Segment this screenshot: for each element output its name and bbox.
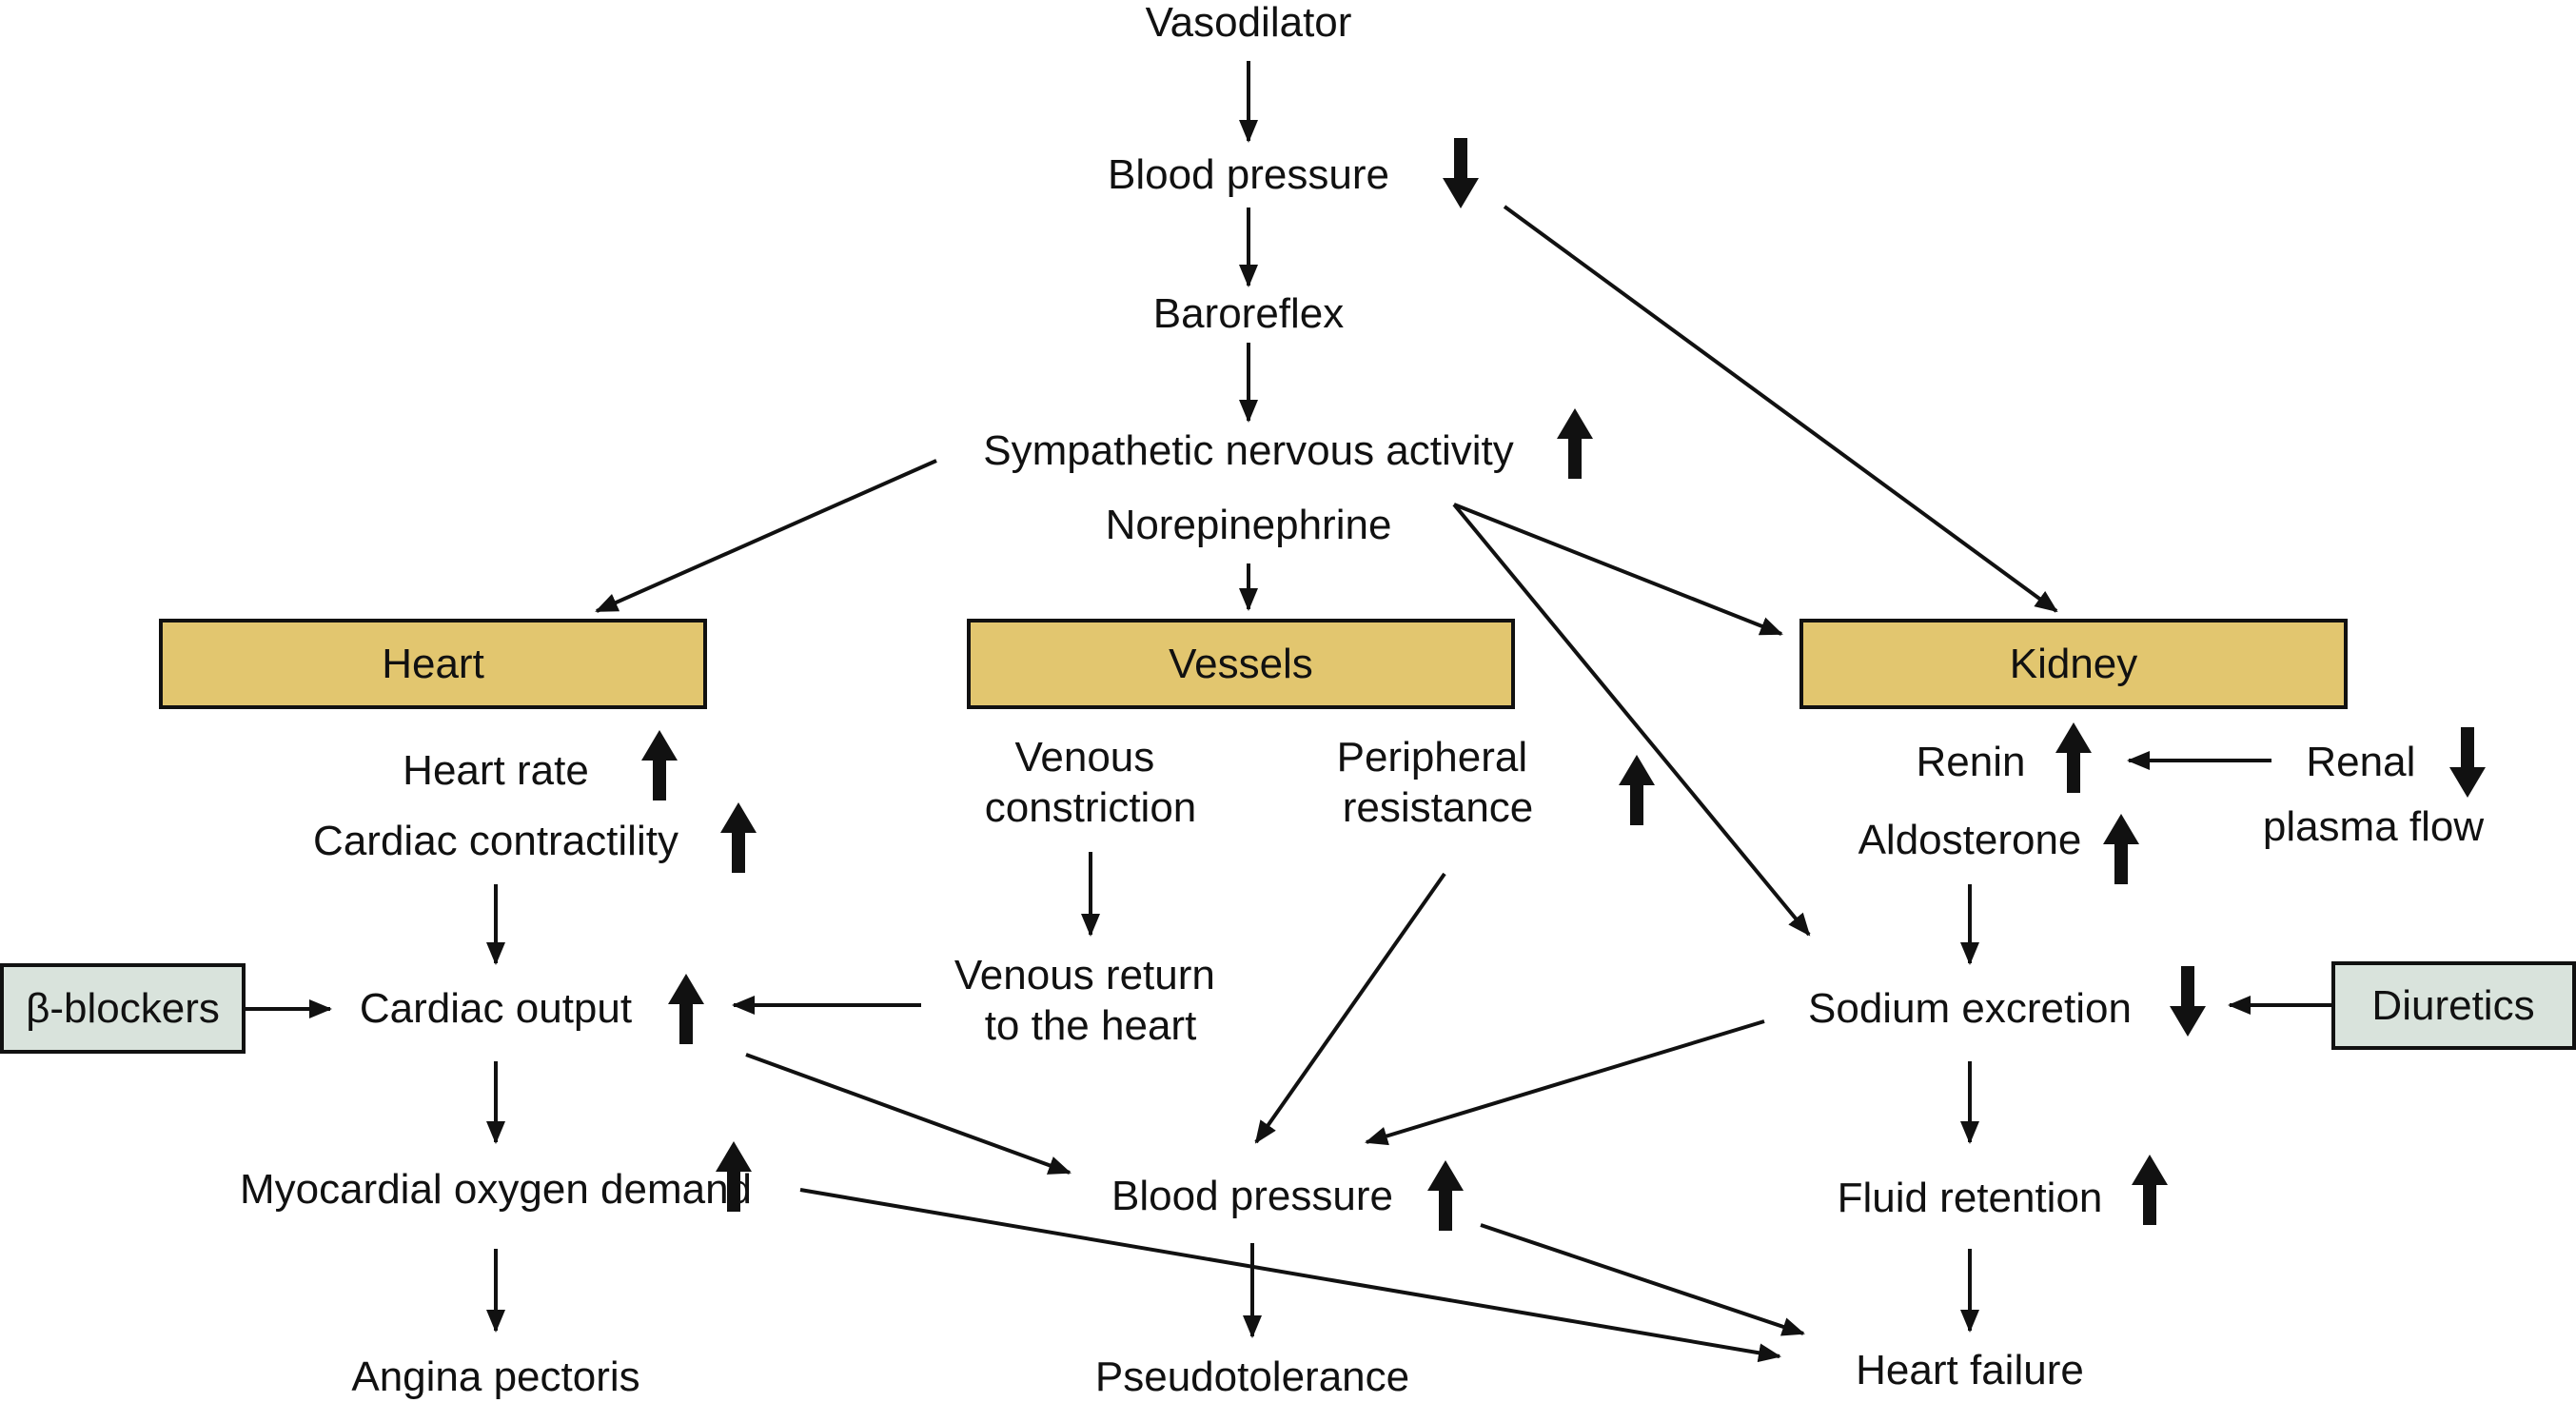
fluid-retention-label: Fluid retention [1838, 1175, 2103, 1221]
venous-constriction-label: Venous constriction [985, 734, 1197, 831]
blood-pressure-top-decrease-arrow-icon [1443, 138, 1479, 208]
blood-pressure-top-label: Blood pressure [1108, 151, 1389, 198]
blood-pressure-bottom-increase-arrow-icon [1427, 1160, 1464, 1231]
arrow-bp-to-kidney [1503, 205, 2058, 613]
diuretics-label: Diuretics [2371, 982, 2534, 1029]
vessels-label: Vessels [1169, 641, 1313, 687]
peripheral-resistance-increase-arrow-icon [1619, 755, 1655, 825]
renal-plasma-flow-decrease-arrow-icon [2449, 727, 2486, 798]
arrow-peripheral-resistance-to-bp [1254, 872, 1446, 1144]
heart-rate-increase-arrow-icon [641, 730, 678, 800]
diuretics-box: Diuretics [2331, 961, 2576, 1050]
sodium-excretion-label: Sodium excretion [1808, 985, 2132, 1032]
kidney-label: Kidney [2010, 641, 2138, 687]
change-indicators [641, 138, 2486, 1231]
heart-label: Heart [382, 641, 484, 687]
renal-plasma-flow-line-2: plasma flow [2263, 803, 2485, 850]
blood-pressure-bottom-label: Blood pressure [1111, 1173, 1393, 1219]
peripheral-resistance-line-1: Peripheral [1337, 734, 1528, 781]
aldosterone-increase-arrow-icon [2103, 814, 2139, 884]
beta-blockers-box: β-blockers [0, 963, 246, 1054]
baroreflex-label: Baroreflex [1153, 290, 1345, 337]
beta-blockers-label: β-blockers [26, 985, 220, 1032]
cardiac-output-increase-arrow-icon [668, 974, 704, 1044]
heart-box: Heart [159, 619, 707, 709]
cardiac-contractility-label: Cardiac contractility [313, 818, 678, 864]
heart-failure-label: Heart failure [1856, 1347, 2084, 1393]
arrow-bp-to-heart-failure [1480, 1223, 1805, 1336]
vessels-box: Vessels [967, 619, 1515, 709]
arrow-cardiac-output-to-bp [745, 1053, 1072, 1175]
renin-label: Renin [1917, 739, 2026, 785]
renal-plasma-flow-label: Renal plasma flow [2263, 739, 2485, 850]
arrow-sympathetic-to-sodium-excretion [1452, 503, 1811, 937]
peripheral-resistance-line-2: resistance [1343, 784, 1534, 831]
cardiac-output-label: Cardiac output [360, 985, 632, 1032]
fluid-retention-increase-arrow-icon [2132, 1155, 2168, 1225]
renal-plasma-flow-line-1: Renal [2306, 739, 2415, 785]
pseudotolerance-label: Pseudotolerance [1095, 1354, 1409, 1400]
venous-return-line-1: Venous return [954, 952, 1215, 998]
sympathetic-increase-arrow-icon [1557, 408, 1593, 479]
myocardial-oxygen-demand-increase-arrow-icon [716, 1141, 752, 1212]
angina-pectoris-label: Angina pectoris [351, 1354, 639, 1400]
renin-increase-arrow-icon [2055, 722, 2092, 793]
venous-constriction-line-1: Venous [1014, 734, 1154, 781]
arrow-sympathetic-to-kidney [1453, 503, 1783, 636]
vasodilator-label: Vasodilator [1146, 0, 1352, 46]
myocardial-oxygen-demand-label: Myocardial oxygen demand [240, 1166, 752, 1213]
cardiac-contractility-increase-arrow-icon [720, 802, 757, 873]
sympathetic-activity-label: Sympathetic nervous activity [983, 427, 1514, 474]
venous-return-line-2: to the heart [985, 1002, 1197, 1049]
sodium-excretion-decrease-arrow-icon [2170, 966, 2206, 1037]
arrow-oxygen-demand-to-heart-failure [799, 1188, 1781, 1363]
arrow-sodium-excretion-to-bp [1365, 1019, 1765, 1146]
kidney-box: Kidney [1799, 619, 2348, 709]
peripheral-resistance-label: Peripheral resistance [1337, 734, 1540, 831]
heart-rate-label: Heart rate [403, 747, 589, 794]
norepinephrine-label: Norepinephrine [1106, 502, 1392, 548]
aldosterone-label: Aldosterone [1858, 817, 2082, 863]
venous-constriction-line-2: constriction [985, 784, 1197, 831]
venous-return-label: Venous return to the heart [954, 952, 1227, 1049]
arrow-sympathetic-to-heart [595, 459, 937, 613]
